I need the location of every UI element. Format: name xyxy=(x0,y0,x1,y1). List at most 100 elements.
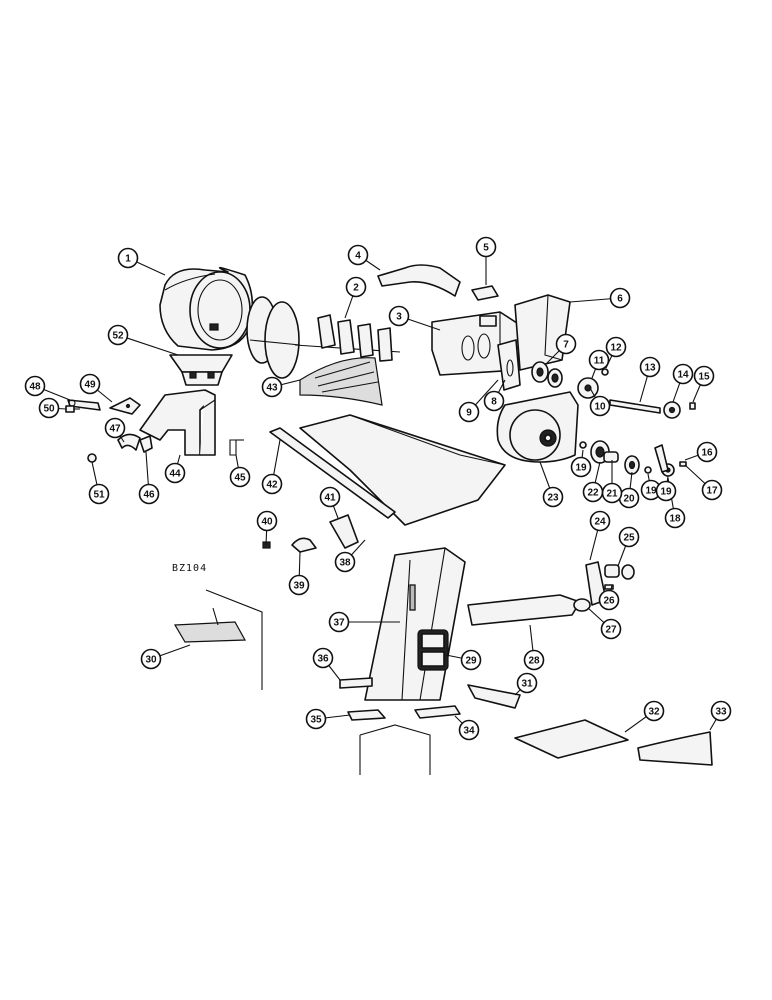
callout-30: 30 xyxy=(140,644,191,670)
callout-3: 3 xyxy=(388,305,441,331)
callout-34: 34 xyxy=(454,715,480,741)
callout-number: 33 xyxy=(715,707,727,718)
drawing-code-label: BZ104 xyxy=(172,563,207,574)
shaft-16 xyxy=(654,444,669,473)
callout-number: 43 xyxy=(266,383,278,394)
callout-2: 2 xyxy=(344,276,367,319)
callout-number: 1 xyxy=(125,254,131,265)
callout-9: 9 xyxy=(458,379,499,423)
callout-circle xyxy=(305,708,327,730)
callout-circle xyxy=(388,305,410,327)
callout-circle xyxy=(618,526,640,548)
callout-circle xyxy=(639,356,661,378)
callout-50: 50 xyxy=(38,397,67,419)
bracket-41 xyxy=(329,514,359,549)
callout-37: 37 xyxy=(328,611,400,633)
angle-bracket-31 xyxy=(467,684,521,709)
callout-circle xyxy=(475,236,497,258)
callout-circle xyxy=(672,363,694,385)
callout-number: 39 xyxy=(293,581,305,592)
callout-number: 31 xyxy=(521,679,533,690)
callout-11: 11 xyxy=(588,349,610,379)
auger-paddles-2 xyxy=(294,314,401,362)
sprocket-14 xyxy=(663,401,681,419)
callout-circle xyxy=(483,390,505,412)
callout-number: 34 xyxy=(463,726,475,737)
bracket-36 xyxy=(339,677,373,689)
hatched-plate-30 xyxy=(173,589,263,690)
callout-31: 31 xyxy=(514,672,538,696)
curved-bracket-47 xyxy=(117,433,141,451)
callout-51: 51 xyxy=(88,461,110,505)
floor-plate-32 xyxy=(514,719,629,759)
callout-circle xyxy=(140,648,162,670)
coupler-27 xyxy=(573,598,591,612)
callout-15: 15 xyxy=(692,365,715,403)
callout-number: 36 xyxy=(317,654,329,665)
callout-leader xyxy=(117,334,179,356)
callout-circle xyxy=(460,649,482,671)
callout-14: 14 xyxy=(672,363,694,403)
callout-number: 27 xyxy=(605,625,617,636)
callout-29: 29 xyxy=(445,649,482,671)
callout-number: 15 xyxy=(698,372,710,383)
callout-number: 40 xyxy=(261,517,273,528)
callout-circle xyxy=(138,483,160,505)
bracket-8-9 xyxy=(497,339,521,391)
washer-19-a xyxy=(579,441,587,449)
callout-number: 10 xyxy=(594,402,606,413)
callout-10: 10 xyxy=(589,387,611,417)
spacer-21 xyxy=(603,451,619,463)
callout-circle xyxy=(589,395,611,417)
callout-number: 2 xyxy=(353,283,359,294)
bearing-20 xyxy=(624,455,640,475)
callout-circle xyxy=(696,441,718,463)
bracket-stand-44 xyxy=(139,389,216,456)
callout-circle xyxy=(328,611,350,633)
callout-49: 49 xyxy=(79,373,113,403)
callout-circle xyxy=(588,349,610,371)
callout-circle xyxy=(38,397,60,419)
callout-35: 35 xyxy=(305,708,351,730)
callout-circle xyxy=(605,336,627,358)
callout-6: 6 xyxy=(569,287,631,309)
callout-38: 38 xyxy=(334,539,366,573)
callout-16: 16 xyxy=(684,441,718,463)
callout-19: 19 xyxy=(570,449,592,478)
callout-circle xyxy=(104,417,126,439)
callout-33: 33 xyxy=(709,700,732,731)
callout-12: 12 xyxy=(605,336,627,369)
callout-number: 46 xyxy=(143,490,155,501)
callout-27: 27 xyxy=(587,607,622,640)
callout-number: 18 xyxy=(669,514,681,525)
bearing-10 xyxy=(547,368,563,388)
callout-number: 29 xyxy=(465,656,477,667)
callout-circle xyxy=(347,244,369,266)
callout-23: 23 xyxy=(539,461,564,508)
plate-5 xyxy=(471,285,499,301)
key-15 xyxy=(689,402,696,410)
callout-circle xyxy=(523,649,545,671)
callout-18: 18 xyxy=(664,477,686,529)
callout-number: 12 xyxy=(610,343,622,354)
callout-number: 25 xyxy=(623,533,635,544)
trough-38 xyxy=(299,414,506,526)
callout-20: 20 xyxy=(618,471,640,509)
fan-housing-drum xyxy=(159,266,254,351)
callout-number: 32 xyxy=(648,707,660,718)
perforated-screen-43 xyxy=(299,357,383,406)
callout-circle xyxy=(256,510,278,532)
callout-circle xyxy=(570,456,592,478)
callout-circle xyxy=(107,324,129,346)
callout-circle xyxy=(117,247,139,269)
callout-number: 44 xyxy=(169,469,181,480)
washer-19-b xyxy=(644,466,652,474)
washer-51 xyxy=(87,453,97,463)
callout-number: 19 xyxy=(645,486,657,497)
callout-circle xyxy=(458,401,480,423)
foot-plate-35 xyxy=(347,709,386,721)
callout-52: 52 xyxy=(107,324,179,356)
